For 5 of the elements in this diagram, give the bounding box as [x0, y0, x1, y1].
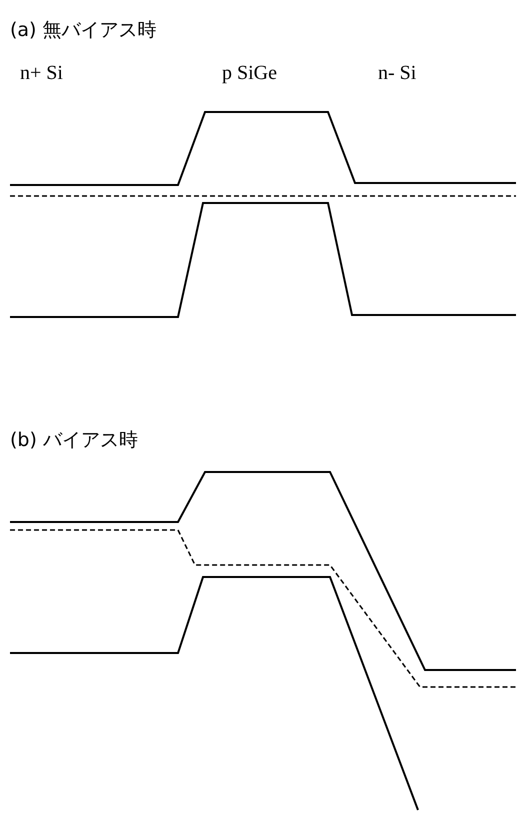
region-label: n+ Si	[20, 62, 63, 84]
region-label: n- Si	[378, 62, 416, 84]
panel-heading: (b) バイアス時	[10, 430, 138, 451]
region-label: p SiGe	[222, 62, 277, 84]
panel-heading: (a) 無バイアス時	[10, 20, 157, 41]
